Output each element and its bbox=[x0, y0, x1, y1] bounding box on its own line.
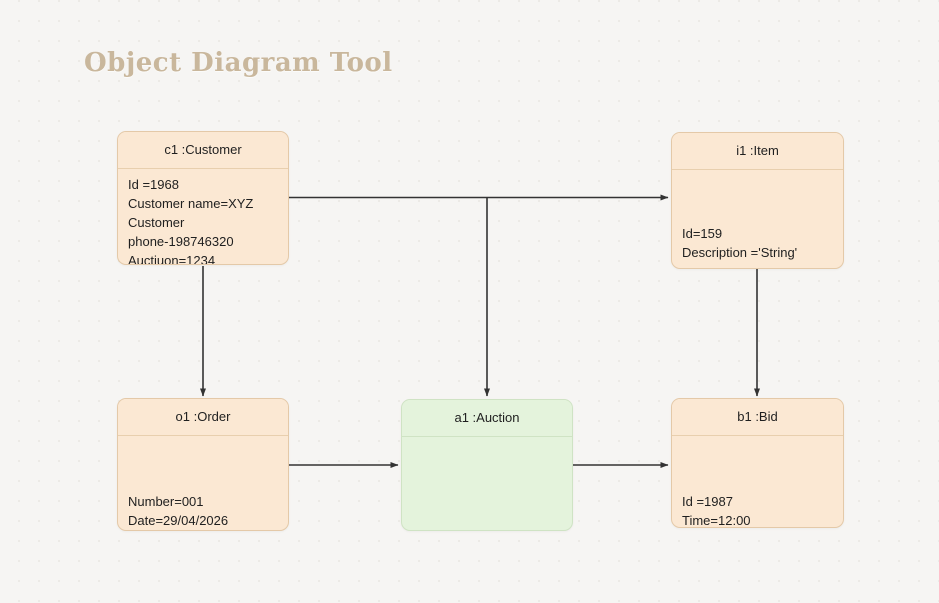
node-c1-attr-2: Customer bbox=[128, 215, 185, 230]
node-b1-body: Id =1987 Time=12:00 Amount=250000 bbox=[672, 436, 843, 528]
node-b1-attr-0: Id =1987 bbox=[682, 494, 733, 509]
node-b1-bid[interactable]: b1 :Bid Id =1987 Time=12:00 Amount=25000… bbox=[671, 398, 844, 528]
node-o1-attr-1: Date=29/04/2026 bbox=[128, 513, 229, 528]
node-i1-attr-1: Description ='String' bbox=[682, 245, 798, 260]
node-o1-attr-0: Number=001 bbox=[128, 494, 204, 509]
node-o1-body: Number=001 Date=29/04/2026 bbox=[118, 436, 288, 530]
page-title: Object Diagram Tool bbox=[84, 48, 393, 78]
node-c1-attr-1: Customer name=XYZ bbox=[128, 196, 254, 211]
node-i1-attr-0: Id=159 bbox=[682, 226, 723, 241]
node-i1-item[interactable]: i1 :Item Id=159 Description ='String' bbox=[671, 132, 844, 269]
node-c1-attr-3: phone-198746320 bbox=[128, 234, 234, 249]
node-o1-order[interactable]: o1 :Order Number=001 Date=29/04/2026 bbox=[117, 398, 289, 531]
node-i1-body: Id=159 Description ='String' bbox=[672, 170, 843, 262]
node-c1-header: c1 :Customer bbox=[118, 132, 288, 169]
node-a1-body bbox=[402, 437, 572, 443]
node-a1-auction[interactable]: a1 :Auction bbox=[401, 399, 573, 531]
node-b1-header: b1 :Bid bbox=[672, 399, 843, 436]
node-c1-customer[interactable]: c1 :Customer Id =1968 Customer name=XYZ … bbox=[117, 131, 289, 265]
node-c1-attr-0: Id =1968 bbox=[128, 177, 179, 192]
node-a1-header: a1 :Auction bbox=[402, 400, 572, 437]
node-c1-body: Id =1968 Customer name=XYZ Customer phon… bbox=[118, 169, 288, 265]
node-o1-header: o1 :Order bbox=[118, 399, 288, 436]
node-i1-header: i1 :Item bbox=[672, 133, 843, 170]
node-b1-attr-1: Time=12:00 bbox=[682, 513, 751, 528]
node-c1-attr-4: Auctiuon=1234 bbox=[128, 253, 216, 265]
